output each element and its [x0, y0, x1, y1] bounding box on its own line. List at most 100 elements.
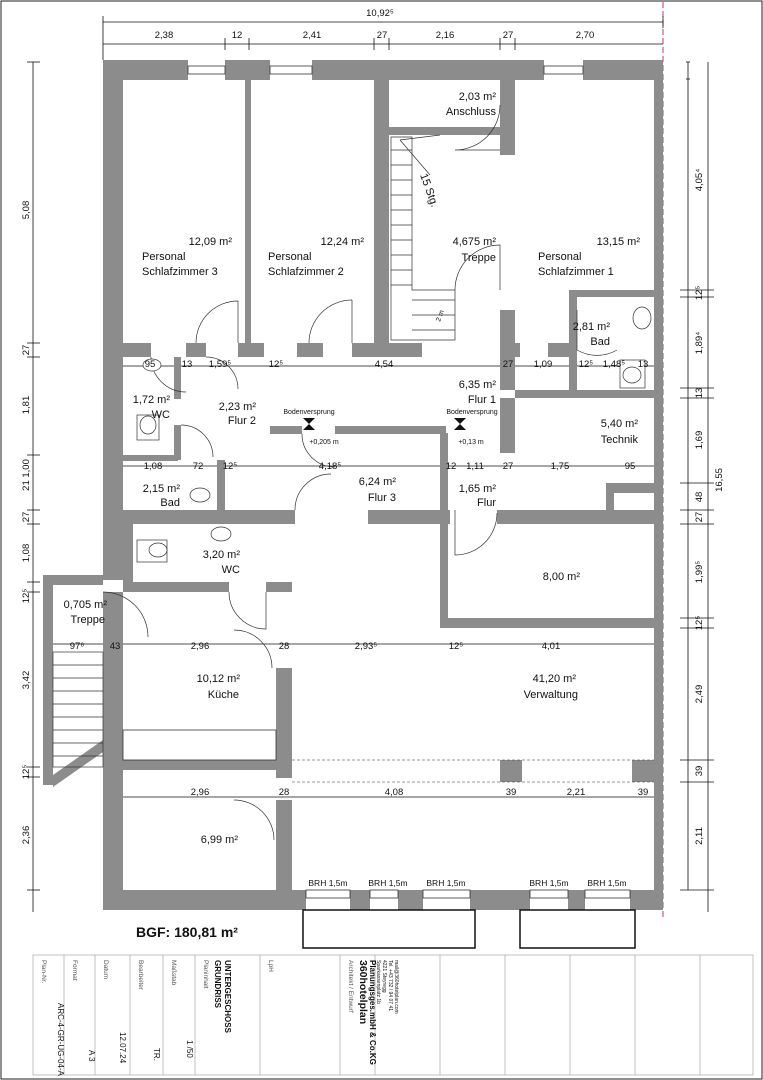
- architekt-label: Architekt / Entwurf: [347, 960, 354, 1013]
- right-dim-4: 13: [694, 388, 705, 399]
- bodenversprung-label: Bodenversprung: [446, 409, 497, 416]
- bodenversprung-markers: [303, 418, 466, 430]
- inner-dim-r4-3: 4,08: [385, 787, 404, 798]
- inner-dim-r3-2: 43: [110, 641, 121, 652]
- top-dim-5: 2,16: [436, 30, 455, 41]
- title-block: Plan-Nr. ARC-4-GR-UG-04-A Format A 3 Dat…: [40, 960, 399, 1077]
- sanitary-fixtures: [136, 306, 652, 563]
- top-dim-3: 2,41: [303, 30, 322, 41]
- stairs-small-label: 2 m: [435, 309, 446, 323]
- room-name: Verwaltung: [524, 689, 578, 701]
- left-dim-7: 12⁵: [21, 589, 32, 604]
- inner-dim-r1-1: 95: [145, 359, 156, 370]
- total-width-dim: 10,92⁵: [366, 8, 394, 19]
- inner-dim-r3-5: 2,93⁵: [355, 641, 377, 652]
- top-dim-6: 27: [503, 30, 514, 41]
- inner-dim-r3-3: 2,96: [191, 641, 210, 652]
- room-area: 6,99 m²: [201, 834, 239, 846]
- kitchen-counter: [122, 729, 277, 761]
- room-name: Schlafzimmer 2: [268, 266, 344, 278]
- room-area: 12,09 m²: [189, 236, 233, 248]
- plan-nr: ARC-4-GR-UG-04-A: [56, 1003, 65, 1077]
- inner-dim-r4-2: 28: [279, 787, 290, 798]
- format-label: Format: [71, 960, 78, 981]
- bgf-total: BGF: 180,81 m²: [136, 924, 238, 940]
- right-dim-11: 39: [694, 766, 705, 777]
- brh-label: BRH 1,5m: [587, 878, 626, 888]
- left-dim-8: 3,42: [21, 671, 32, 690]
- windows: [187, 65, 631, 899]
- planinhalt-line1: GRUNDRISS: [213, 960, 222, 1009]
- title-block-grid: [32, 954, 754, 1076]
- room-name: Bad: [590, 336, 610, 348]
- room-name: WC: [222, 564, 240, 576]
- bodenversprung-value: +0,205 m: [309, 439, 339, 446]
- small-staircase: [52, 651, 104, 768]
- room-area: 12,24 m²: [321, 236, 365, 248]
- left-dim-2: 27: [21, 345, 32, 356]
- room-name: WC: [152, 409, 170, 421]
- room-area: 10,12 m²: [197, 673, 241, 685]
- top-dim-4: 27: [377, 30, 388, 41]
- room-area: 5,40 m²: [601, 418, 639, 430]
- room-name: Personal: [538, 251, 581, 263]
- room-area: 8,00 m²: [543, 571, 581, 583]
- company-address-1: Sparkassenplatz 1b: [375, 960, 381, 1004]
- left-dim-10: 2,36: [21, 826, 32, 845]
- inner-dim-r2-5: 12: [446, 461, 457, 472]
- bodenversprung-label: Bodenversprung: [283, 409, 334, 416]
- inner-dim-r1-3: 1,59⁵: [209, 359, 231, 370]
- room-name: Bad: [160, 497, 180, 509]
- bodenversprung-value: +0,13 m: [458, 439, 484, 446]
- right-dim-1: 4,05⁴: [694, 169, 705, 192]
- brh-label: BRH 1,5m: [368, 878, 407, 888]
- right-dim-9: 12⁵: [694, 616, 705, 631]
- room-area: 2,03 m²: [459, 91, 497, 103]
- room-name: Flur: [477, 497, 496, 509]
- inner-dim-r4-1: 2,96: [191, 787, 210, 798]
- left-dim-5: 27: [21, 512, 32, 523]
- right-dim-7: 27: [694, 512, 705, 523]
- room-name: Schlafzimmer 3: [142, 266, 218, 278]
- room-area: 4,675 m²: [453, 236, 497, 248]
- room-name: Küche: [208, 689, 239, 701]
- right-dim-6: 48: [694, 492, 705, 503]
- inner-dim-r1-7: 1,09: [534, 359, 553, 370]
- inner-dim-r2-2: 72: [193, 461, 204, 472]
- room-area: 41,20 m²: [533, 673, 577, 685]
- room-area: 3,20 m²: [203, 549, 241, 561]
- left-dim-3: 1,81: [21, 396, 32, 415]
- doors: [102, 104, 618, 841]
- room-name: Flur 2: [228, 415, 256, 427]
- room-area: 2,15 m²: [143, 483, 181, 495]
- massstab-value: 1 /50: [185, 1040, 194, 1058]
- top-dim-1: 2,38: [155, 30, 174, 41]
- company-name-2: Planungsges.mbH & Co.KG: [368, 960, 377, 1065]
- inner-dim-r3-4: 28: [279, 641, 290, 652]
- company-email: mail@360hotelplan.com: [393, 960, 399, 1014]
- datum-label: Datum: [102, 960, 109, 979]
- left-dim-4: 21 1,00: [21, 459, 32, 491]
- inner-dim-r1-2: 13: [182, 359, 193, 370]
- datum-value: 12.07.24: [118, 1032, 127, 1064]
- inner-dim-r1-4: 12⁵: [269, 359, 284, 370]
- bearbeiter-label: Bearbeiter: [137, 960, 144, 991]
- inner-dim-r3-1: 97⁶: [70, 641, 85, 652]
- room-name: Treppe: [71, 614, 105, 626]
- planinhalt-line2: UNTERGESCHOSS: [223, 960, 232, 1034]
- lph-label: LpH: [267, 960, 274, 972]
- right-total-dim: 16,55: [714, 468, 725, 492]
- brh-label: BRH 1,5m: [529, 878, 568, 888]
- room-area: 0,705 m²: [64, 599, 108, 611]
- room-area: 2,81 m²: [573, 321, 611, 333]
- inner-dim-r2-3: 12⁵: [223, 461, 238, 472]
- room-name: Anschluss: [446, 106, 497, 118]
- brh-label: BRH 1,5m: [308, 878, 347, 888]
- inner-dim-r1-5: 4,54: [375, 359, 394, 370]
- right-dim-2: 12⁵: [694, 286, 705, 301]
- room-area: 1,72 m²: [133, 394, 171, 406]
- room-area: 1,65 m²: [459, 483, 497, 495]
- inner-dim-r2-4: 4,18⁵: [319, 461, 341, 472]
- top-dim-7: 2,70: [576, 30, 595, 41]
- stairs-label: 15 Stg.: [417, 172, 440, 209]
